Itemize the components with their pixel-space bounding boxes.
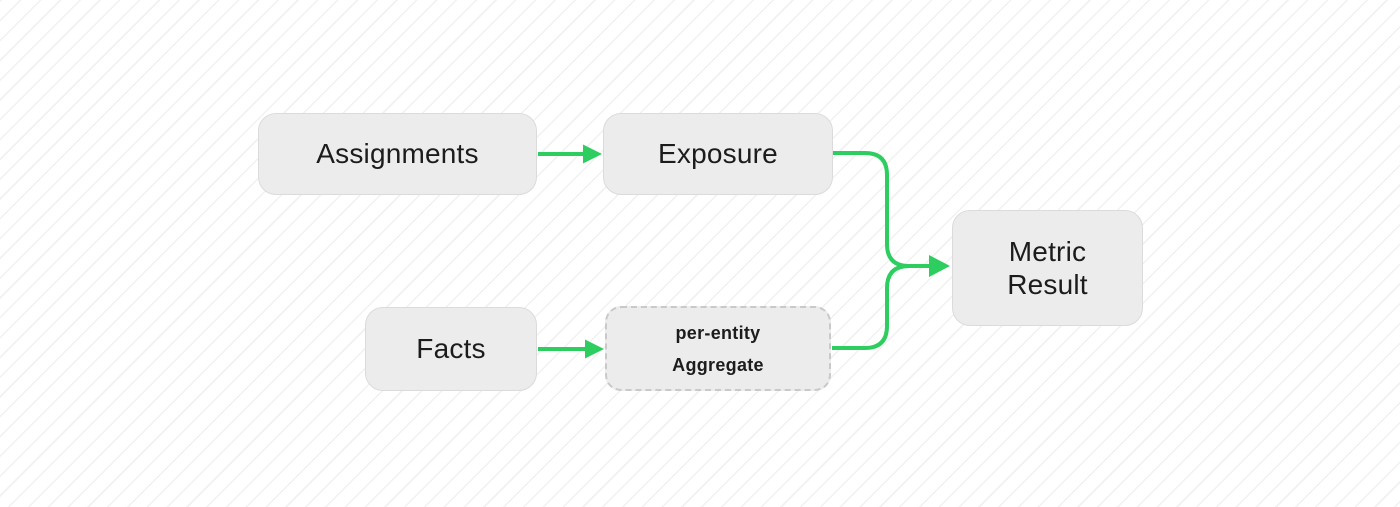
edge-exposure-to-metric-result — [833, 151, 929, 268]
node-facts: Facts — [365, 307, 537, 391]
node-metric-result-label-line1: Metric — [1008, 236, 1087, 267]
edge-aggregate-to-metric-result — [832, 264, 910, 350]
node-exposure-label: Exposure — [658, 138, 778, 169]
arrowhead-metric-result-icon — [929, 255, 950, 277]
node-assignments: Assignments — [258, 113, 537, 195]
node-aggregate-label-line1: per-entity — [675, 322, 761, 343]
node-aggregate-label-line2: Aggregate — [672, 354, 764, 375]
node-per-entity-aggregate: per-entity Aggregate — [605, 306, 831, 391]
node-facts-label: Facts — [416, 333, 486, 364]
node-metric-result-label-line2: Result — [1007, 269, 1088, 300]
node-assignments-label: Assignments — [316, 138, 479, 169]
node-exposure: Exposure — [603, 113, 833, 195]
arrowhead-aggregate-icon — [585, 339, 604, 359]
node-metric-result: Metric Result — [952, 210, 1143, 326]
arrowhead-exposure-icon — [583, 144, 602, 164]
